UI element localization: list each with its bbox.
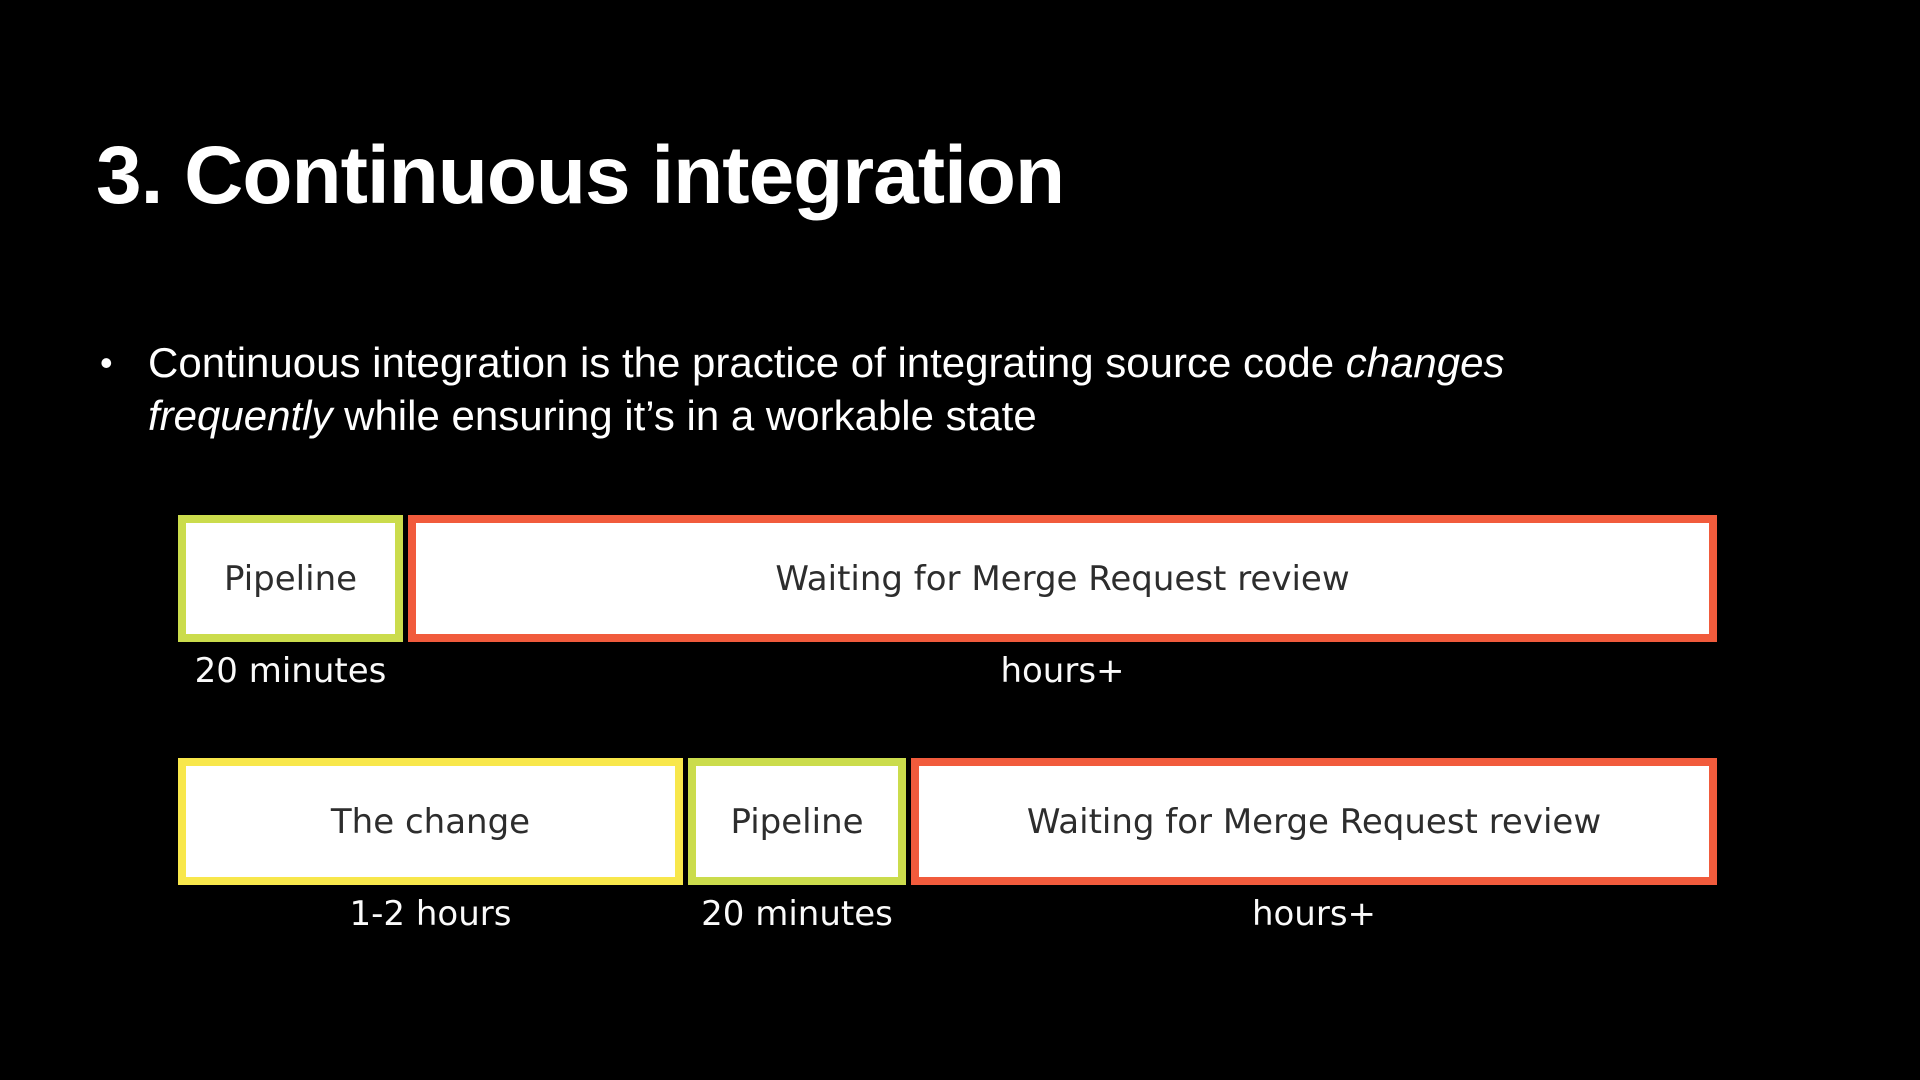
duration-label-20-minutes: 20 minutes	[194, 651, 387, 691]
duration-label-hours: hours+	[1000, 651, 1125, 691]
page-title: 3. Continuous integration	[96, 129, 1065, 221]
timeline-box-waiting-for-merge-request-review: Waiting for Merge Request review	[408, 515, 1717, 642]
timeline-row-1: Pipeline 20 minutes Waiting for Merge Requ…	[178, 515, 1717, 692]
duration-label-20-minutes: 20 minutes	[701, 894, 893, 934]
bullet-marker: •	[100, 342, 113, 383]
bullet-segment-italic: changes	[1345, 339, 1505, 386]
timeline-segment-waiting-for-merge-request-review: Waiting for Merge Request review hours+	[911, 758, 1717, 935]
timeline-row-2: The change 1-2 hours Pipeline 20 minutes Wai…	[178, 758, 1717, 935]
bullet-segment: while ensuring it’s in a workable state	[332, 392, 1037, 439]
timeline-segment-pipeline: Pipeline 20 minutes	[688, 758, 906, 935]
timeline-box-pipeline: Pipeline	[178, 515, 403, 642]
timeline-segment-the-change: The change 1-2 hours	[178, 758, 683, 935]
timeline-segment-pipeline: Pipeline 20 minutes	[178, 515, 403, 692]
bullet-text: Continuous integration is the practice o…	[148, 336, 1800, 442]
duration-label-1-2-hours: 1-2 hours	[349, 894, 512, 934]
bullet-segment-italic: frequently	[148, 392, 333, 439]
timeline-box-pipeline: Pipeline	[688, 758, 906, 885]
timeline-segment-waiting-for-merge-request-review: Waiting for Merge Request review hours+	[408, 515, 1717, 692]
timeline-box-waiting-for-merge-request-review: Waiting for Merge Request review	[911, 758, 1717, 885]
timeline-box-the-change: The change	[178, 758, 683, 885]
bullet-item: • Continuous integration is the practice…	[100, 336, 1800, 442]
duration-label-hours: hours+	[1251, 894, 1377, 934]
bullet-segment: Continuous integration is the practice o…	[148, 339, 1346, 386]
